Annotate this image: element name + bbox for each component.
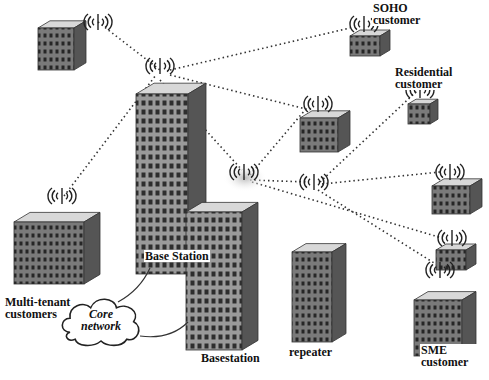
site-label: SME customer <box>420 344 482 368</box>
building <box>292 244 346 342</box>
building <box>432 179 482 214</box>
site-label: Residential customer <box>394 66 476 90</box>
site-label: SOHO customer <box>372 2 434 26</box>
antenna-waves <box>230 164 258 180</box>
antenna-waves <box>48 188 76 204</box>
building <box>300 111 350 152</box>
antenna-waves <box>438 230 466 246</box>
antenna-waves <box>300 174 328 190</box>
cloud-shape: Core network <box>58 292 144 348</box>
building <box>14 212 100 284</box>
site-label: repeater <box>288 346 333 358</box>
antenna-waves <box>436 164 464 180</box>
signal-glow <box>223 164 267 192</box>
building <box>38 21 86 70</box>
building <box>436 244 476 270</box>
building <box>186 202 258 350</box>
cloud-label: Core network <box>73 292 129 332</box>
antenna-waves <box>84 14 112 30</box>
building <box>408 99 438 124</box>
site-label: Base Station <box>144 250 210 262</box>
antenna-waves <box>426 262 454 278</box>
antenna-waves <box>146 58 174 74</box>
building <box>350 30 390 56</box>
antenna-waves <box>304 96 332 112</box>
site-label: Basestation <box>200 352 261 364</box>
